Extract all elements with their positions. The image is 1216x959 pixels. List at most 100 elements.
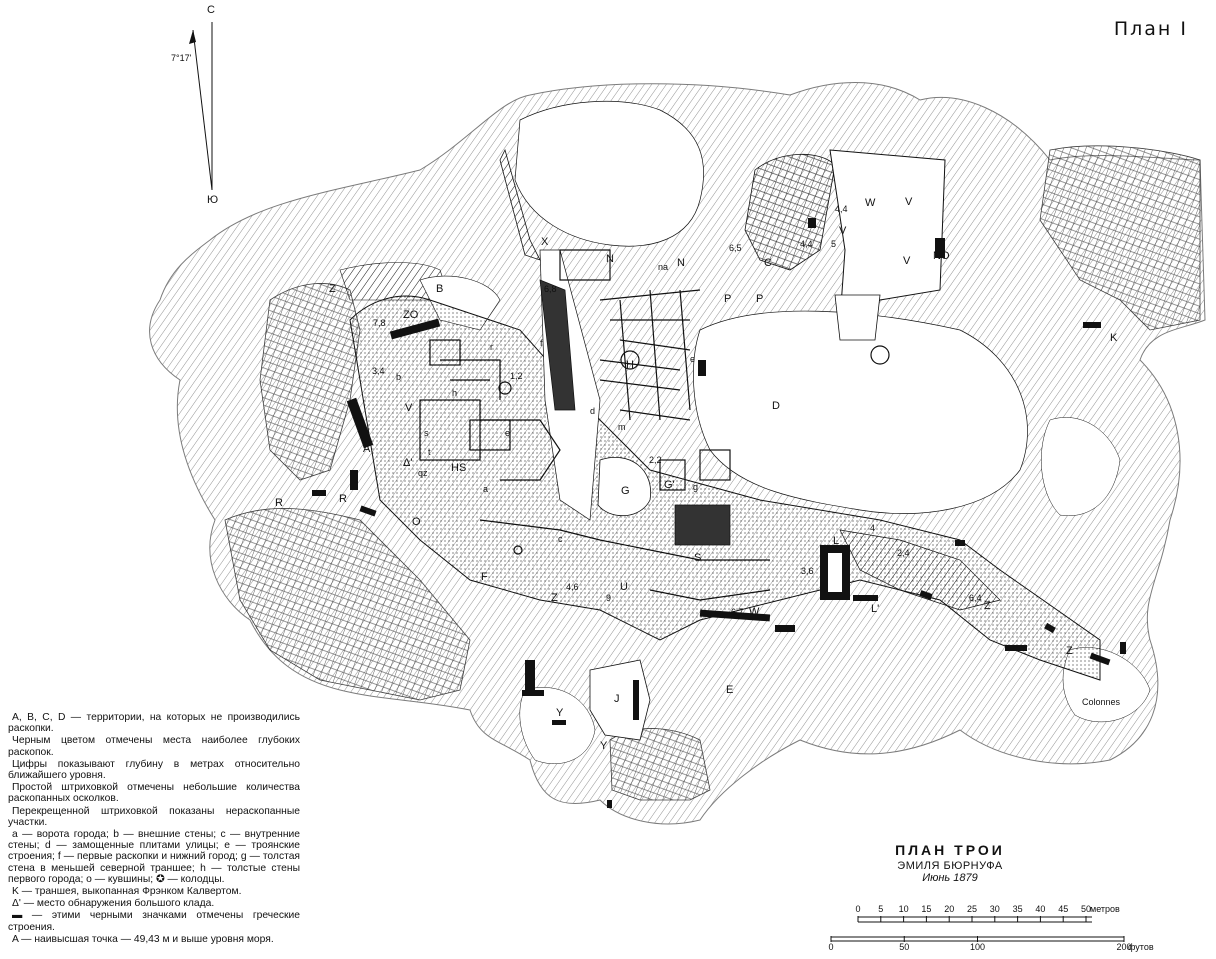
map-label: e bbox=[505, 428, 510, 438]
scale-tick-label: 200 bbox=[1116, 942, 1131, 952]
map-label: e bbox=[690, 354, 695, 364]
map-label: W bbox=[865, 197, 876, 209]
map-label: a bbox=[483, 484, 488, 494]
map-label: H bbox=[626, 359, 634, 371]
map-label: S bbox=[694, 552, 701, 564]
map-label: E bbox=[726, 684, 733, 696]
scale-tick-label: 50 bbox=[899, 942, 909, 952]
map-label: G bbox=[621, 485, 630, 497]
map-label: V bbox=[905, 196, 913, 208]
map-label: h bbox=[452, 388, 457, 398]
map-label: 1,2 bbox=[510, 371, 523, 381]
legend-entry: Δ' — место обнаружения большого клада. bbox=[12, 898, 215, 910]
map-label: NO bbox=[933, 250, 950, 262]
map-label: t bbox=[428, 447, 431, 457]
map-label: V bbox=[839, 225, 847, 237]
map-label: 7,8 bbox=[373, 318, 386, 328]
map-label: c bbox=[558, 534, 563, 544]
map-label: N bbox=[606, 253, 614, 265]
map-label: 2,4 bbox=[897, 548, 910, 558]
map-label: J bbox=[614, 693, 620, 705]
scale-tick-label: 35 bbox=[1013, 904, 1023, 914]
map-label: 4,4 bbox=[835, 204, 848, 214]
map-label: 9 bbox=[606, 593, 611, 603]
legend-entry: a — ворота города; b — внешние стены; c … bbox=[8, 829, 300, 885]
plate-label: План I bbox=[1113, 18, 1188, 40]
excavation-trenches bbox=[349, 148, 1101, 741]
map-label: Z bbox=[329, 283, 336, 295]
legend-entry: Черным цветом отмечены места наиболее гл… bbox=[8, 735, 300, 758]
scale-tick-label: 15 bbox=[921, 904, 931, 914]
map-label: 6,4 bbox=[969, 593, 982, 603]
building-walls bbox=[419, 249, 890, 601]
map-label: R bbox=[339, 493, 347, 505]
map-label: 2,2 bbox=[649, 455, 662, 465]
map-label: f bbox=[540, 338, 543, 348]
map-label: Z bbox=[1066, 645, 1073, 657]
map-label: qz bbox=[418, 468, 428, 478]
map-label: 6,5 bbox=[729, 243, 742, 253]
scale-tick-label: 0 bbox=[855, 904, 860, 914]
map-label: Z bbox=[551, 592, 558, 604]
map-label: HS bbox=[451, 462, 466, 474]
map-label: P bbox=[724, 293, 731, 305]
map-label: r bbox=[490, 342, 493, 352]
map-label: R bbox=[275, 497, 283, 509]
scale-tick-label: 0 bbox=[828, 942, 833, 952]
map-label: G' bbox=[664, 479, 675, 491]
map-label: Z bbox=[984, 600, 991, 612]
scale-tick-label: 30 bbox=[990, 904, 1000, 914]
scale-unit-label: метров bbox=[1090, 904, 1120, 914]
map-label: g bbox=[693, 482, 698, 492]
map-label: s bbox=[424, 428, 429, 438]
unexcavated-areas bbox=[419, 100, 1151, 764]
map-label: V bbox=[903, 255, 911, 267]
map-label: Y bbox=[600, 740, 608, 752]
scale-tick-label: 45 bbox=[1058, 904, 1068, 914]
map-label: L bbox=[833, 535, 839, 547]
map-label: 6,7 bbox=[731, 607, 744, 617]
legend-entry: K — траншея, выкопанная Фрэнком Калверто… bbox=[12, 886, 242, 898]
map-title-block: ПЛАН ТРОИ ЭМИЛЯ БЮРНУФА Июнь 1879 bbox=[880, 842, 1020, 884]
compass-north-label: С bbox=[207, 4, 215, 16]
map-label: Colonnes bbox=[1082, 697, 1121, 707]
map-label: na bbox=[658, 262, 668, 272]
map-label: Δ' bbox=[403, 457, 412, 469]
map-label: 5 bbox=[831, 239, 836, 249]
map-label: Y bbox=[556, 707, 564, 719]
scale-tick-label: 100 bbox=[970, 942, 985, 952]
map-label: B bbox=[436, 283, 443, 295]
scale-unit-label: футов bbox=[1128, 942, 1154, 952]
map-label: d bbox=[590, 406, 595, 416]
map-label: P bbox=[756, 293, 763, 305]
map-label: C bbox=[764, 257, 772, 269]
map-label: m bbox=[618, 422, 626, 432]
scale-tick-label: 40 bbox=[1035, 904, 1045, 914]
scale-tick-label: 25 bbox=[967, 904, 977, 914]
compass-declination: 7°17' bbox=[171, 53, 192, 63]
map-label: F bbox=[481, 571, 488, 583]
map-label: L' bbox=[871, 603, 879, 615]
map-label: U bbox=[620, 581, 628, 593]
legend-entry: Цифры показывают глубину в метрах относи… bbox=[8, 758, 300, 782]
map-title: ПЛАН ТРОИ bbox=[895, 842, 1005, 858]
map-label: 6,8 bbox=[544, 284, 557, 294]
legend-entry: A, B, C, D — территории, на которых не п… bbox=[8, 712, 300, 735]
compass bbox=[189, 22, 213, 191]
map-label: 3,4 bbox=[372, 366, 385, 376]
map-label: N bbox=[677, 257, 685, 269]
legend-entry: A — наивысшая точка — 49,43 м и выше уро… bbox=[12, 933, 274, 945]
scale-tick-label: 10 bbox=[899, 904, 909, 914]
legend-entry: Перекрещенной штриховкой показаны нераск… bbox=[8, 805, 300, 828]
scale-tick-label: 20 bbox=[944, 904, 954, 914]
map-label: K bbox=[1110, 332, 1118, 344]
map-label: 3,6 bbox=[801, 566, 814, 576]
map-label: 4,4 bbox=[800, 239, 813, 249]
map-label: O bbox=[412, 516, 421, 528]
greek-structures bbox=[312, 218, 1126, 808]
